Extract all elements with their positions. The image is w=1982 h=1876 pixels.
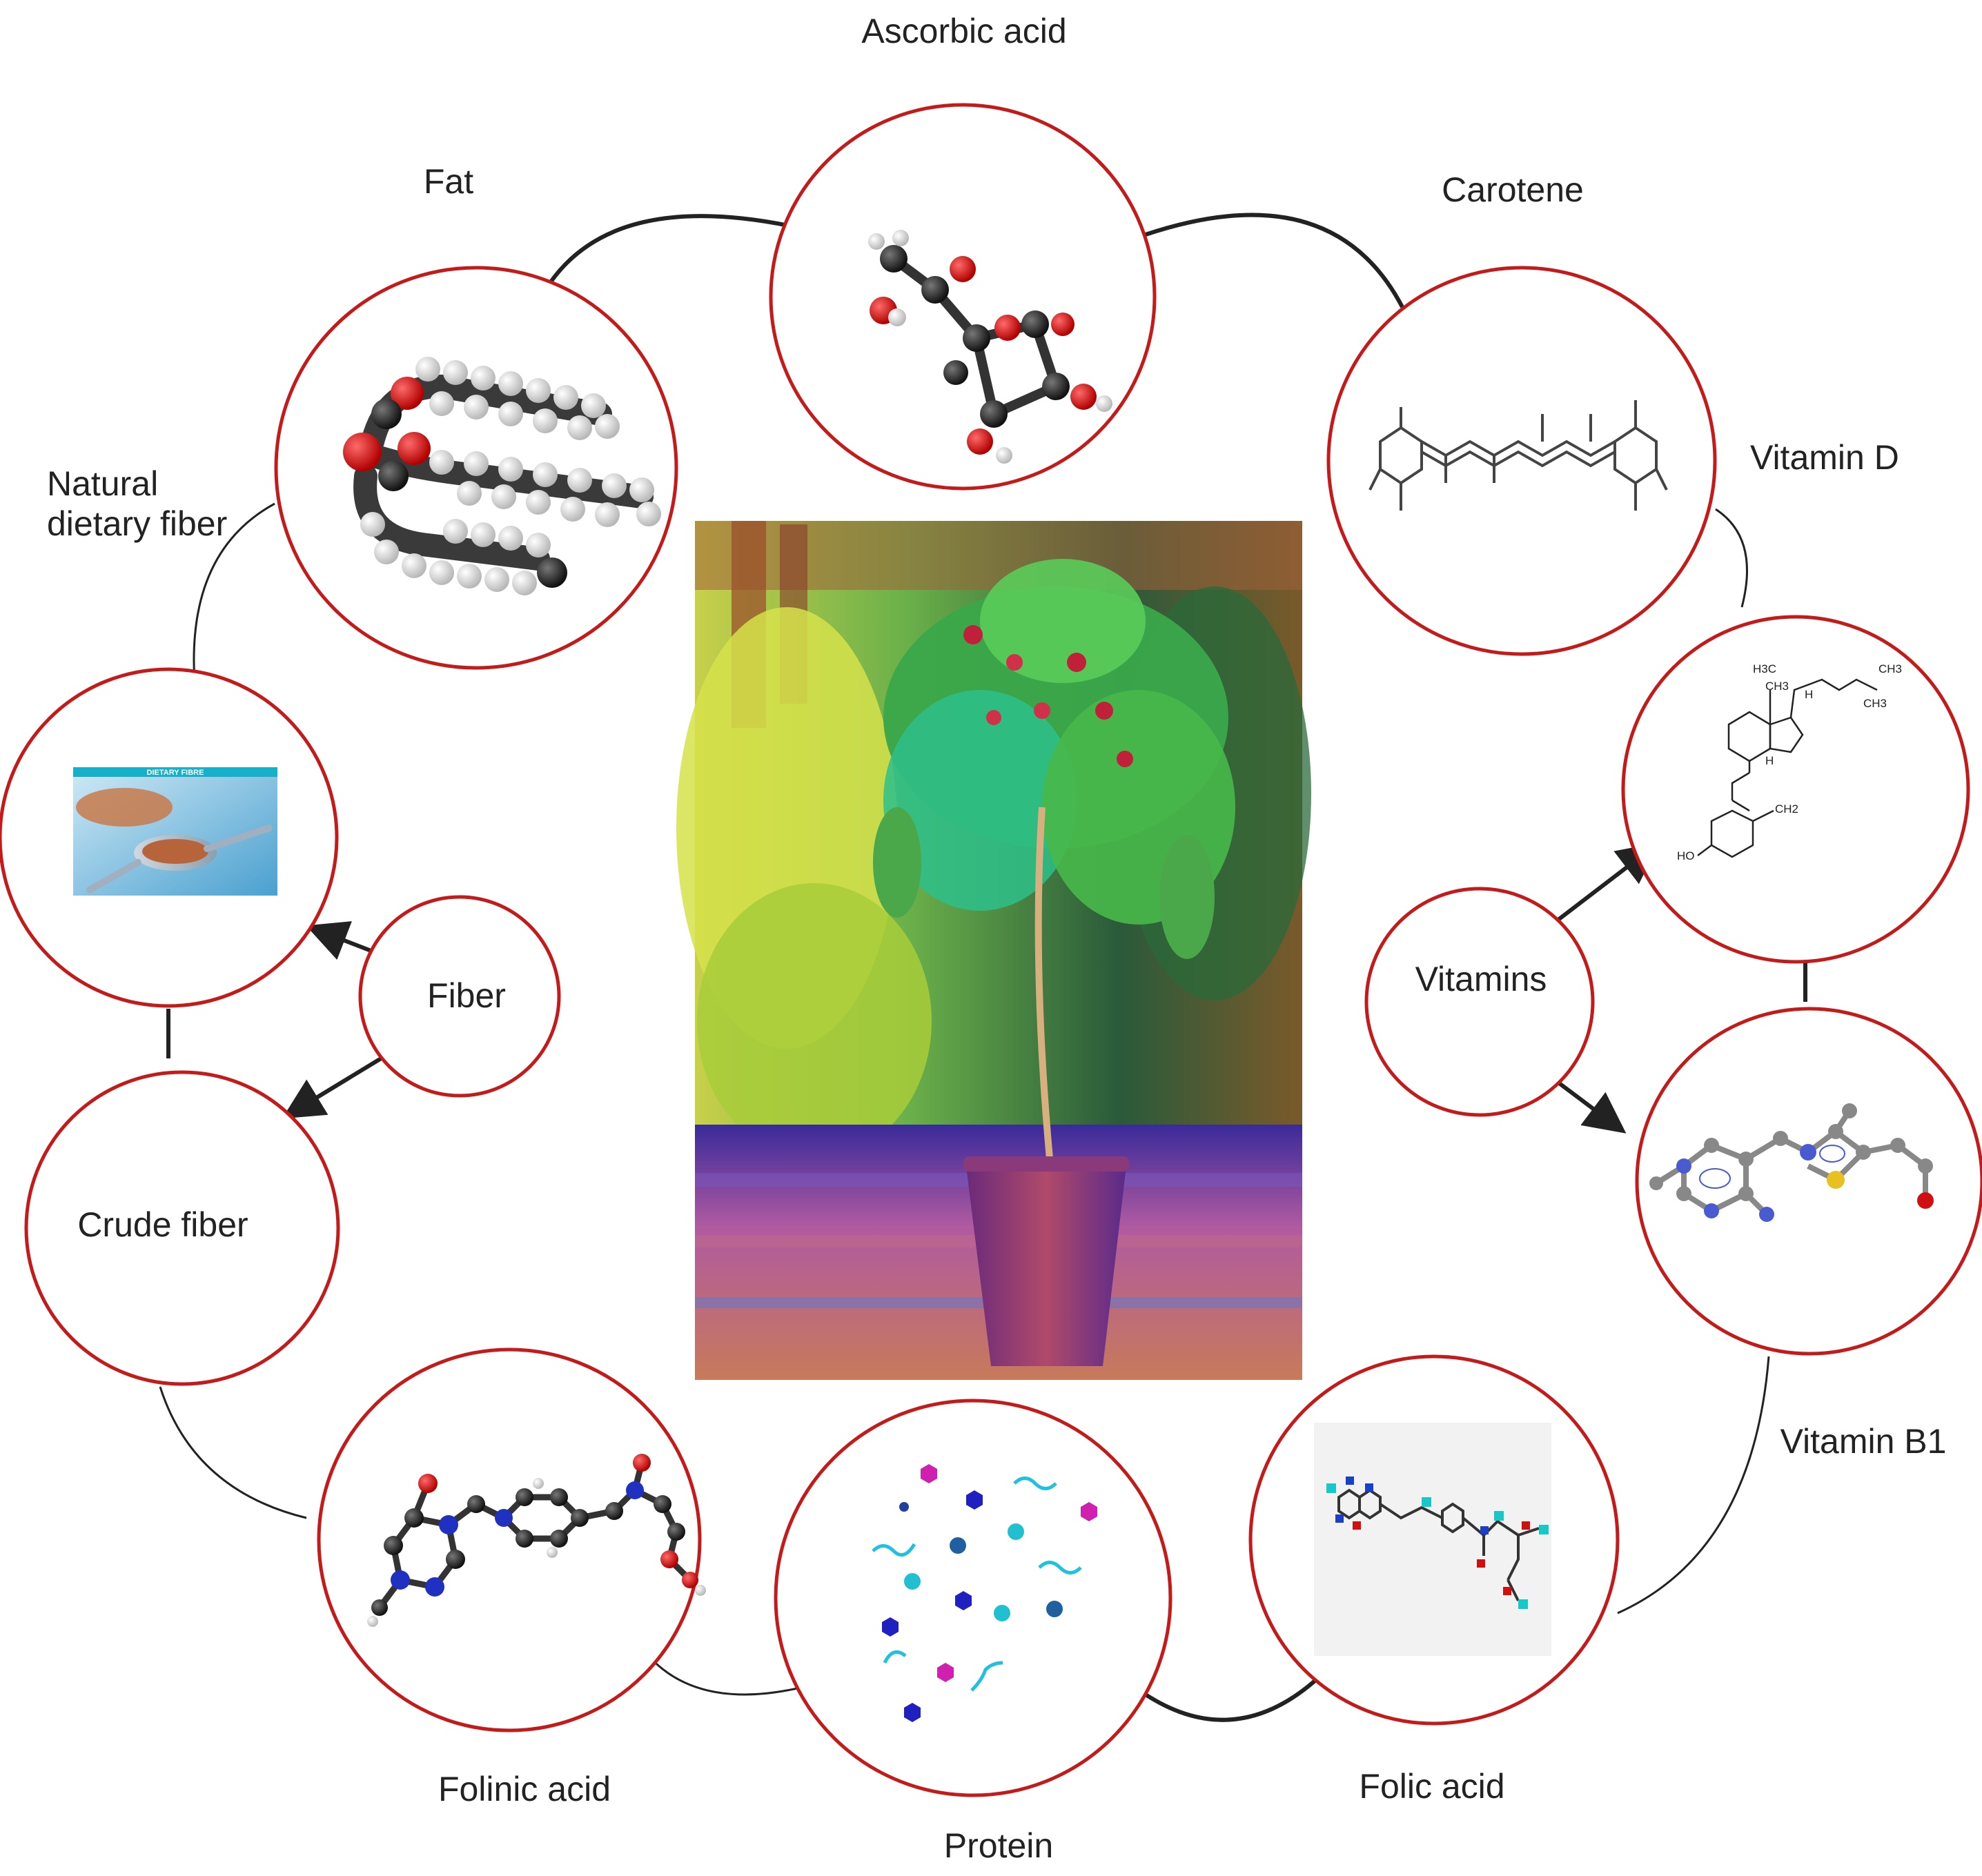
label-carotene: Carotene <box>1442 170 1584 209</box>
arrow-vitamins-to-vitamind <box>1554 842 1660 924</box>
tree-canopy <box>873 559 1235 959</box>
folinic-acid-molecule-icon <box>367 1454 706 1627</box>
connector-carotene-vitamind <box>1715 508 1748 608</box>
connector-fat-ascorbic <box>542 214 799 294</box>
vitamin-d-h-right: H <box>1805 688 1813 701</box>
protein-node <box>774 1399 1172 1797</box>
arrow-fiber-to-crude <box>282 1048 396 1119</box>
vitamin-b1-node <box>1635 1007 1982 1356</box>
fat-node <box>274 266 678 670</box>
connector-b1-folic <box>1617 1356 1770 1615</box>
dietary-fibre-banner-text: DIETARY FIBRE <box>147 769 204 777</box>
ascorbic-acid-node <box>769 103 1157 491</box>
vitamin-d-structure-icon <box>1697 678 1878 858</box>
carotene-structure-icon <box>1368 400 1668 511</box>
folic-acid-node <box>1248 1354 1620 1726</box>
vitamins-node <box>1364 887 1595 1117</box>
vitamin-d-labels: H3C CH3 CH3 CH3 H H CH2 HO <box>1677 662 1902 862</box>
tree-trunk <box>1034 807 1054 1167</box>
ascorbic-acid-molecule-icon <box>868 230 1112 464</box>
plant-photo-icon <box>676 521 1311 1380</box>
label-vitamin-d: Vitamin D <box>1750 438 1899 477</box>
dietary-fibre-photo-icon: DIETARY FIBRE <box>73 767 277 896</box>
label-folic-acid: Folic acid <box>1359 1767 1504 1806</box>
crude-fiber-node <box>24 1070 340 1386</box>
arrow-vitamins-to-b1 <box>1554 1078 1627 1134</box>
label-crude-fiber: Crude fiber <box>77 1205 248 1244</box>
vitamin-d-h3c: H3C <box>1753 662 1776 675</box>
label-natural-dietary-fiber-line2: dietary fiber <box>47 504 227 543</box>
vitamin-d-h-bottom: H <box>1765 754 1774 767</box>
fiber-node <box>358 895 561 1098</box>
connector-crude-folinic <box>159 1386 307 1519</box>
label-protein: Protein <box>944 1826 1053 1865</box>
carotene-node <box>1326 266 1717 656</box>
connector-fat-natural-fiber <box>193 502 275 682</box>
connector-folinic-protein <box>646 1654 801 1696</box>
arrow-fiber-to-natural <box>306 921 380 960</box>
vitamin-b1-molecule-icon <box>1649 1103 1934 1222</box>
label-fiber: Fiber <box>427 976 506 1015</box>
vitamin-d-ch3-top: CH3 <box>1878 662 1902 675</box>
flower-pot <box>966 1166 1126 1366</box>
folic-acid-molecule-icon <box>1314 1423 1551 1656</box>
label-vitamins: Vitamins <box>1415 960 1547 998</box>
label-vitamin-b1: Vitamin B1 <box>1780 1422 1947 1461</box>
vitamin-d-ho: HO <box>1677 849 1695 862</box>
connector-protein-folic <box>1144 1676 1320 1722</box>
vitamin-d-ch2: CH2 <box>1775 802 1798 816</box>
label-natural-dietary-fiber-line1: Natural <box>47 464 158 503</box>
label-ascorbic-acid: Ascorbic acid <box>861 12 1066 50</box>
fat-molecule-icon <box>343 357 661 595</box>
label-fat: Fat <box>424 162 473 201</box>
vitamin-d-ch3-bottom: CH3 <box>1863 697 1887 710</box>
vitamin-d-node: H3C CH3 CH3 CH3 H H CH2 HO <box>1621 615 1970 964</box>
protein-particles-icon <box>872 1464 1097 1722</box>
folinic-acid-node <box>317 1347 706 1732</box>
label-folinic-acid: Folinic acid <box>438 1770 611 1808</box>
natural-dietary-fiber-node: DIETARY FIBRE <box>0 667 339 1008</box>
vitamin-d-ch3-center: CH3 <box>1765 680 1789 693</box>
connector-ascorbic-carotene <box>1145 213 1404 308</box>
